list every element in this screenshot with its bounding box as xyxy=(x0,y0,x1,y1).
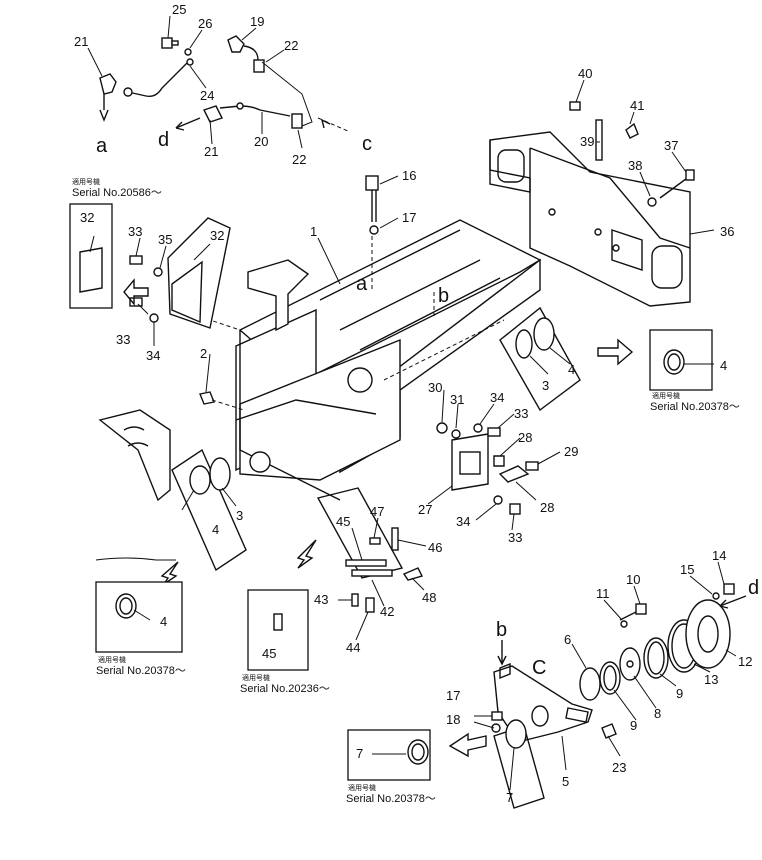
callout-15: 15 xyxy=(680,562,694,577)
serial-note-20586: Serial No.20586～ xyxy=(72,187,162,199)
callout-28: 28 xyxy=(518,430,532,445)
letter-b: b xyxy=(438,285,449,307)
callout-22: 22 xyxy=(284,38,298,53)
callout-33: 33 xyxy=(128,224,142,239)
plate-27-group xyxy=(436,422,539,515)
callout-8: 8 xyxy=(654,706,661,721)
sensor-harness-group xyxy=(99,35,351,133)
callout-46: 46 xyxy=(428,540,442,555)
callout-36: 36 xyxy=(720,224,734,239)
main-frame-1 xyxy=(179,175,542,501)
callout-27: 27 xyxy=(418,502,432,517)
callout-4: 4 xyxy=(568,362,575,377)
callout-9: 9 xyxy=(630,718,637,733)
callout-16: 16 xyxy=(402,168,416,183)
serial-note-20378: Serial No.20378～ xyxy=(650,401,740,413)
letter-a: a xyxy=(96,135,108,157)
callout-6: 6 xyxy=(564,632,571,647)
left-cover-32-group xyxy=(69,203,231,329)
callout-33: 33 xyxy=(508,530,522,545)
callout-13: 13 xyxy=(704,672,718,687)
callout-34: 34 xyxy=(490,390,504,405)
callout-38: 38 xyxy=(628,158,642,173)
callout-9: 9 xyxy=(676,686,683,701)
callout-45: 45 xyxy=(262,646,276,661)
callout-33: 33 xyxy=(116,332,130,347)
callout-34: 34 xyxy=(456,514,470,529)
applicable-label: 適用号機 xyxy=(242,673,270,682)
callout-26: 26 xyxy=(198,16,212,31)
right-seal-group xyxy=(499,306,713,412)
applicable-label: 適用号機 xyxy=(98,655,126,664)
callout-7: 7 xyxy=(506,790,513,805)
callout-labels: 25 26 19 21 22 24 21 20 22 40 41 39 38 3… xyxy=(74,2,752,805)
serial-note-20378: Serial No.20378～ xyxy=(346,793,436,805)
callout-20: 20 xyxy=(254,134,268,149)
callout-17: 17 xyxy=(446,688,460,703)
callout-24: 24 xyxy=(200,88,214,103)
letter-b: b xyxy=(496,619,507,641)
callout-22: 22 xyxy=(292,152,306,167)
axle-group xyxy=(347,583,747,809)
letter-c: c xyxy=(362,133,372,155)
callout-40: 40 xyxy=(578,66,592,81)
applicable-label: 適用号機 xyxy=(348,783,376,792)
letter-c: C xyxy=(532,657,546,679)
callout-2: 2 xyxy=(200,346,207,361)
callout-18: 18 xyxy=(446,712,460,727)
letter-d: d xyxy=(158,129,169,151)
callout-39: 39 xyxy=(580,134,594,149)
callout-23: 23 xyxy=(612,760,626,775)
left-seal-group xyxy=(95,409,247,653)
letter-a: a xyxy=(356,273,368,295)
callout-19: 19 xyxy=(250,14,264,29)
callout-4: 4 xyxy=(212,522,219,537)
leader-lines xyxy=(87,15,737,791)
pin-group-42-48 xyxy=(247,487,424,671)
callout-47: 47 xyxy=(370,504,384,519)
callout-32: 32 xyxy=(210,228,224,243)
callout-3: 3 xyxy=(236,508,243,523)
applicable-label: 適用号機 xyxy=(72,177,100,186)
callout-32: 32 xyxy=(80,210,94,225)
callout-31: 31 xyxy=(450,392,464,407)
callout-30: 30 xyxy=(428,380,442,395)
callout-25: 25 xyxy=(172,2,186,17)
counterweight-36 xyxy=(489,101,695,307)
callout-5: 5 xyxy=(562,774,569,789)
callout-10: 10 xyxy=(626,572,640,587)
callout-14: 14 xyxy=(712,548,726,563)
callout-34: 34 xyxy=(146,348,160,363)
letter-d: d xyxy=(748,577,759,599)
callout-28: 28 xyxy=(540,500,554,515)
callout-41: 41 xyxy=(630,98,644,113)
reference-letters: a d c a b b C d xyxy=(96,129,759,679)
serial-notes: 適用号機 Serial No.20586～ 適用号機 Serial No.203… xyxy=(72,177,740,805)
callout-17: 17 xyxy=(402,210,416,225)
callout-4: 4 xyxy=(160,614,167,629)
callout-11: 11 xyxy=(596,586,610,601)
callout-7: 7 xyxy=(356,746,363,761)
callout-35: 35 xyxy=(158,232,172,247)
applicable-label: 適用号機 xyxy=(652,391,680,400)
callout-21: 21 xyxy=(204,144,218,159)
callout-29: 29 xyxy=(564,444,578,459)
callout-4: 4 xyxy=(720,358,727,373)
serial-note-20378: Serial No.20378～ xyxy=(96,665,186,677)
callout-43: 43 xyxy=(314,592,328,607)
callout-21: 21 xyxy=(74,34,88,49)
callout-44: 44 xyxy=(346,640,360,655)
callout-45: 45 xyxy=(336,514,350,529)
callout-37: 37 xyxy=(664,138,678,153)
callout-1: 1 xyxy=(310,224,317,239)
callout-42: 42 xyxy=(380,604,394,619)
callout-48: 48 xyxy=(422,590,436,605)
callout-12: 12 xyxy=(738,654,752,669)
callout-3: 3 xyxy=(542,378,549,393)
serial-note-20236: Serial No.20236～ xyxy=(240,683,330,695)
callout-33: 33 xyxy=(514,406,528,421)
